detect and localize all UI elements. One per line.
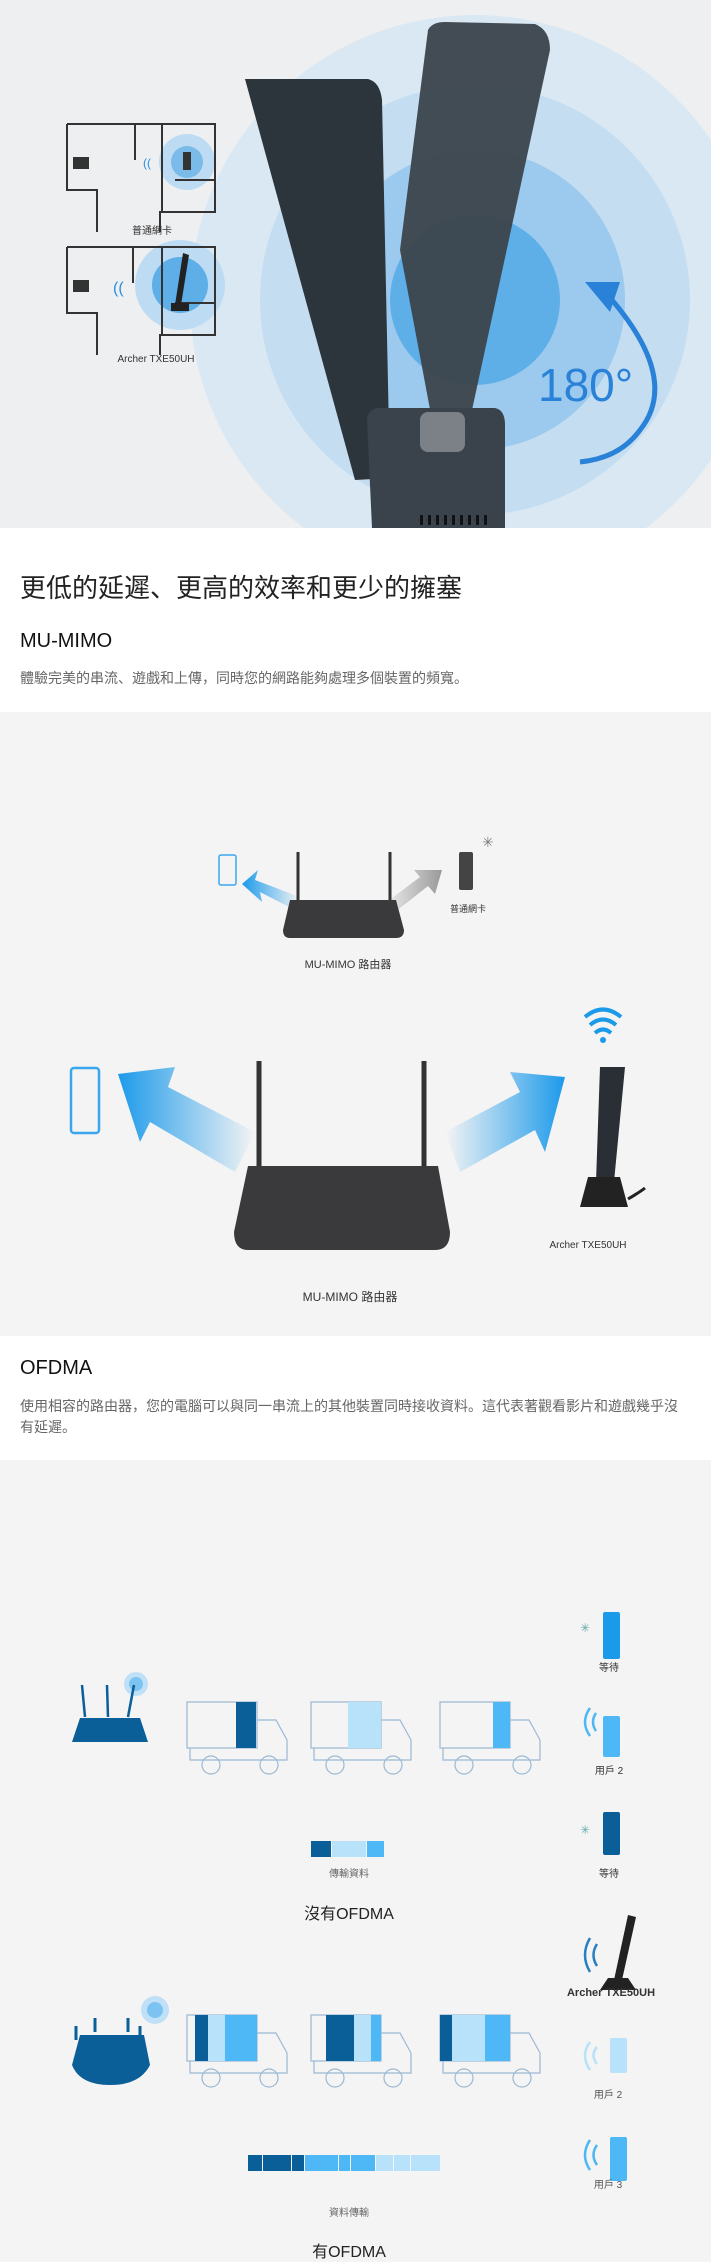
big-router-label: MU-MIMO 路由器 (302, 1290, 398, 1304)
antenna-left-panel (245, 22, 550, 528)
svg-text:((: (( (143, 156, 151, 170)
ofdma-diagram: ✳ ✳ 等待 用戶 2 等待 傳輸資料 沒有OFDMA Arch (0, 1460, 711, 2261)
ofdma-description: 使用相容的路由器，您的電腦可以與同一串流上的其他裝置同時接收資料。這代表著觀看影… (20, 1398, 678, 1435)
ofdma-heading: OFDMA (20, 1357, 93, 1379)
floor-plan-archer: (( (66, 240, 225, 355)
with-ofdma-scene (72, 1915, 636, 2181)
with-archer-label: Archer TXE50UH (566, 1987, 656, 1999)
mumimo-description: 體驗完美的串流、遊戲和上傳，同時您的網路能夠處理多個裝置的頻寬。 (20, 670, 468, 686)
small-router-scene: ✳ (218, 834, 494, 938)
page-title: 更低的延遲、更高的效率和更少的擁塞 (20, 573, 463, 603)
plan-regular-label: 普通網卡 (132, 226, 172, 237)
ofdma-section: OFDMA 使用相容的路由器，您的電腦可以與同一串流上的其他裝置同時接收資料。這… (0, 1336, 711, 1460)
wait-label-1: 等待 (599, 1663, 619, 1674)
svg-text:✳: ✳ (482, 834, 494, 850)
with-ofdma-title: 有OFDMA (312, 2244, 386, 2261)
with-user2-label: 用戶 2 (593, 2090, 623, 2101)
svg-text:✳: ✳ (580, 1823, 590, 1837)
small-router-label: MU-MIMO 路由器 (304, 959, 392, 971)
rotation-arrow-icon (579, 282, 658, 465)
rotation-label: 180° (538, 359, 634, 411)
wait-label-2: 等待 (599, 1869, 619, 1880)
without-ofdma-scene: ✳ ✳ (72, 1612, 620, 1857)
floor-plan-regular: (( (66, 123, 216, 232)
with-user3-label: 用戶 3 (593, 2180, 623, 2191)
legend-label-without: 傳輸資料 (329, 1869, 369, 1880)
legend-label-with: 資料傳輸 (329, 2208, 369, 2219)
user2-label: 用戶 2 (594, 1766, 624, 1777)
svg-text:((: (( (113, 280, 124, 297)
regular-card-label: 普通網卡 (449, 904, 487, 914)
big-router-scene (69, 1007, 646, 1250)
mumimo-heading: MU-MIMO (20, 630, 113, 652)
svg-text:✳: ✳ (580, 1621, 590, 1635)
mumimo-diagram: ✳ MU-MIMO 路由器 普通網卡 MU-MIMO 路由器 Archer TX… (0, 712, 711, 1336)
archer-label: Archer TXE50UH (549, 1240, 627, 1251)
intro-section: 更低的延遲、更高的效率和更少的擁塞 MU-MIMO 體驗完美的串流、遊戲和上傳，… (0, 528, 711, 712)
without-ofdma-title: 沒有OFDMA (304, 1906, 394, 1923)
hero-banner: 180° (( 普通網卡 (( Archer TXE50UH (0, 0, 711, 528)
plan-archer-label: Archer TXE50UH (117, 354, 195, 365)
